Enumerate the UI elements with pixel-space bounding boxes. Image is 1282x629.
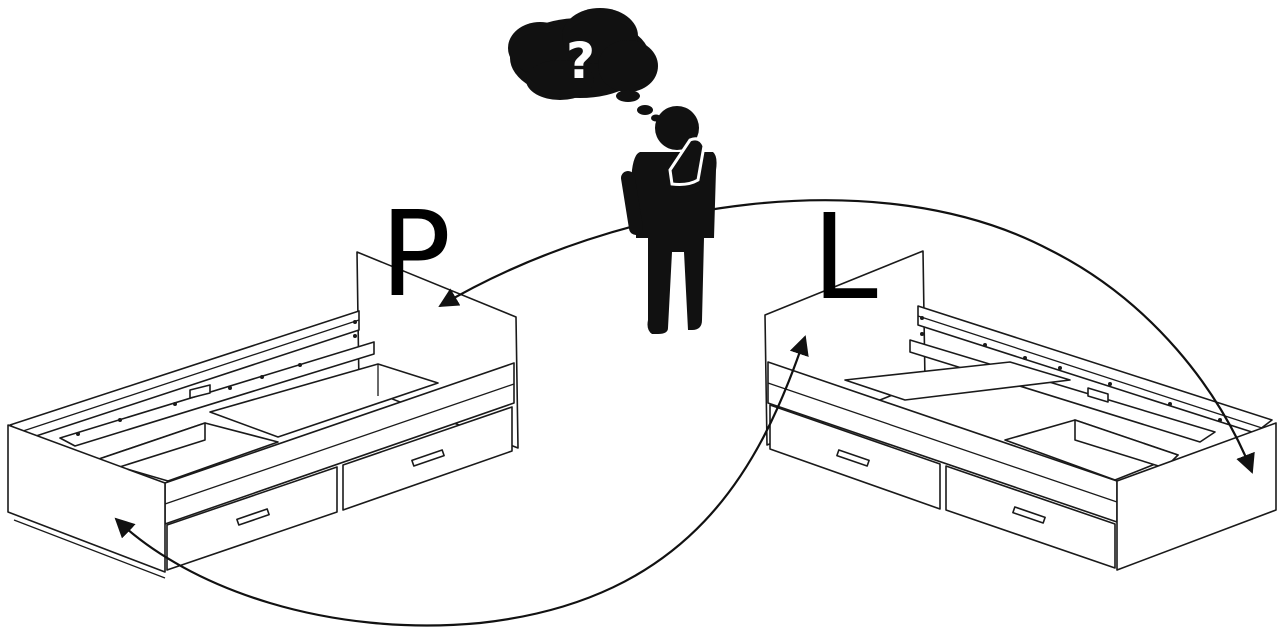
question-mark-icon: ? <box>566 32 595 90</box>
arrow-icon <box>438 199 1255 474</box>
swap-arrows <box>114 199 1255 627</box>
thought-cloud-icon <box>508 8 661 122</box>
thinking-person-icon <box>621 106 717 334</box>
right-bed-label: L <box>812 188 878 326</box>
left-bed-label: P <box>380 185 451 323</box>
arrow-icon <box>114 335 809 627</box>
